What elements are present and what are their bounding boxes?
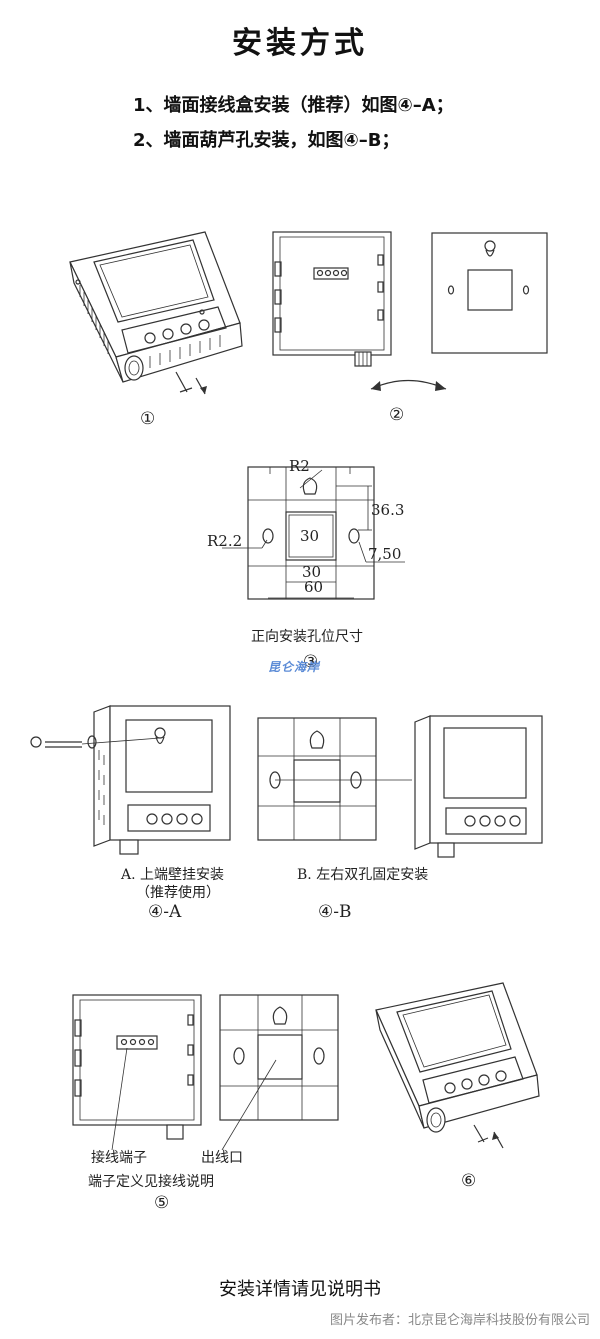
dimension-60: 60 bbox=[304, 578, 324, 596]
figure-3-label: ③ bbox=[303, 652, 319, 672]
caption-terminal-note: 端子定义见接线说明 bbox=[88, 1174, 214, 1190]
wall-hanging-drawing-4a bbox=[30, 705, 231, 855]
figure-6-label: ⑥ bbox=[461, 1171, 477, 1191]
mounting-hole-dimension-drawing bbox=[222, 466, 405, 600]
dimension-7-50: 7,50 bbox=[368, 545, 402, 563]
figure-2-label: ② bbox=[389, 405, 405, 425]
device-perspective-drawing-6 bbox=[375, 982, 540, 1149]
caption-4a-line2: （推荐使用） bbox=[136, 885, 220, 901]
caption-4a-line1: A. 上端壁挂安装 bbox=[121, 867, 225, 883]
caption-terminal: 接线端子 bbox=[91, 1150, 147, 1166]
figure-4b-label: ④-B bbox=[318, 902, 352, 922]
device-back-drawing-2 bbox=[272, 231, 548, 391]
figure-1-label: ① bbox=[140, 409, 156, 429]
caption-4b-line1: B. 左右双孔固定安装 bbox=[297, 867, 429, 883]
figure-5-label: ⑤ bbox=[154, 1193, 170, 1213]
install-step-2: 2、墙面葫芦孔安装，如图④–B； bbox=[133, 130, 400, 151]
footer-note: 安装详情请见说明书 bbox=[219, 1279, 381, 1300]
caption-outlet: 出线口 bbox=[201, 1150, 243, 1166]
image-credit: 图片发布者：北京昆仑海岸科技股份有限公司 bbox=[329, 1313, 590, 1328]
dimension-30-inner: 30 bbox=[300, 527, 320, 545]
install-step-1: 1、墙面接线盒安装（推荐）如图④–A； bbox=[133, 95, 454, 116]
figure-4a-label: ④-A bbox=[148, 902, 182, 922]
dimension-36-3: 36.3 bbox=[371, 501, 405, 519]
double-hole-drawing-4b bbox=[257, 715, 543, 858]
page-title: 安装方式 bbox=[232, 26, 368, 61]
dimension-r2: R2 bbox=[289, 457, 310, 475]
company-logo: 昆仑海岸 bbox=[268, 660, 321, 674]
dimension-caption: 正向安装孔位尺寸 bbox=[251, 629, 363, 645]
terminal-outlet-drawing-5 bbox=[72, 994, 339, 1151]
dimension-r2-2: R2.2 bbox=[207, 532, 243, 550]
dimension-30-lower: 30 bbox=[302, 563, 322, 581]
device-perspective-drawing-1 bbox=[69, 231, 243, 395]
